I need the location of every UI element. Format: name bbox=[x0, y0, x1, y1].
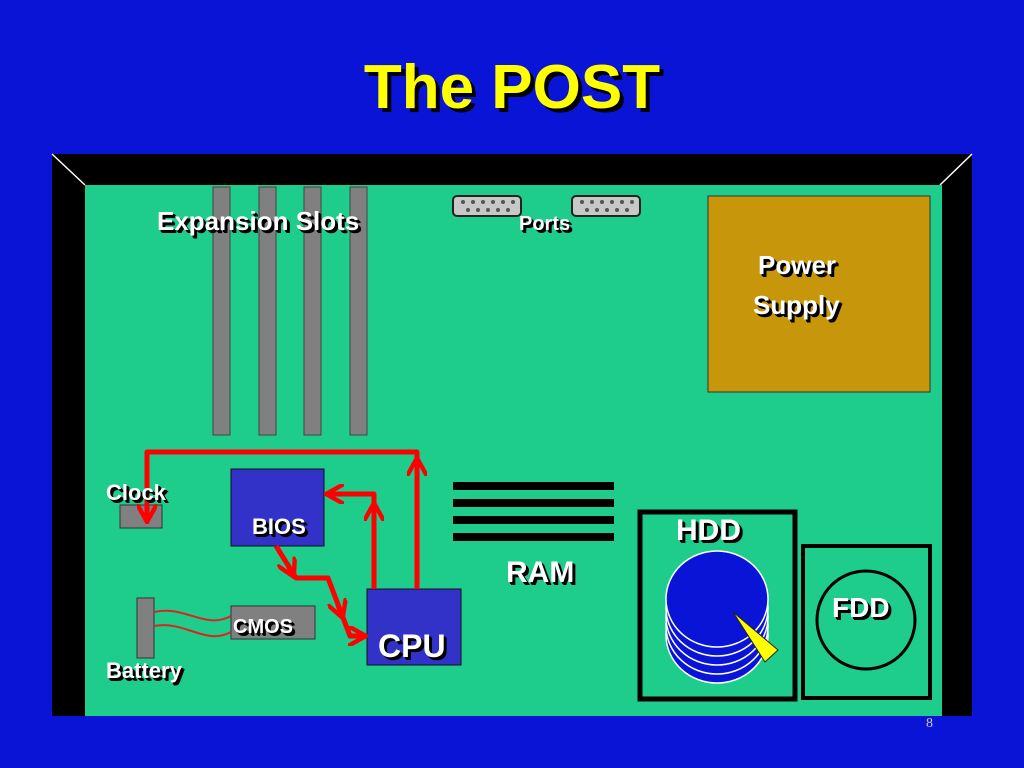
hdd-box bbox=[637, 509, 798, 702]
cpu-label: CPU bbox=[378, 628, 446, 664]
ram-stick bbox=[453, 516, 614, 524]
post-arrows bbox=[147, 449, 420, 636]
battery bbox=[136, 597, 155, 659]
fdd-box bbox=[801, 544, 932, 700]
arrow-cpu-to-bios bbox=[328, 494, 377, 589]
expansion-slot bbox=[303, 186, 322, 436]
expansion-slots-label: Expansion Slots bbox=[157, 206, 360, 236]
arrow-down-tick bbox=[288, 565, 293, 575]
hdd-platters bbox=[665, 550, 769, 684]
arrow-down-tick bbox=[338, 605, 342, 616]
page-number: 8 bbox=[926, 716, 933, 731]
ram-stick bbox=[453, 482, 614, 490]
power-supply bbox=[707, 195, 931, 393]
ram-modules bbox=[453, 482, 614, 541]
fdd-disk bbox=[815, 569, 917, 671]
expansion-slots bbox=[212, 186, 368, 436]
cmos-chip bbox=[230, 605, 316, 640]
expansion-slot bbox=[258, 186, 277, 436]
ram-stick bbox=[453, 499, 614, 507]
bios-label: BIOS bbox=[252, 514, 306, 539]
cmos-label: CMOS bbox=[233, 616, 293, 638]
battery-label: Battery bbox=[106, 658, 182, 683]
clock-chip bbox=[119, 504, 163, 529]
arrow-cpu-to-clock bbox=[147, 449, 420, 589]
power-supply-label-line2: Supply bbox=[753, 290, 840, 320]
clock-label: Clock bbox=[106, 480, 166, 505]
hdd-label: HDD bbox=[676, 514, 741, 547]
ram-stick bbox=[453, 533, 614, 541]
ports-label: Ports bbox=[519, 213, 571, 235]
slide-title: The POST bbox=[363, 53, 661, 122]
ram-label: RAM bbox=[506, 556, 575, 589]
hdd-read-head bbox=[732, 611, 779, 663]
battery-wire bbox=[153, 624, 232, 638]
port-connector bbox=[571, 195, 641, 217]
expansion-slot bbox=[212, 186, 231, 436]
power-supply-label-line1: Power bbox=[758, 250, 837, 280]
fdd-label: FDD bbox=[832, 592, 890, 623]
port-connector bbox=[452, 195, 522, 217]
battery-wire bbox=[153, 609, 232, 622]
expansion-slot bbox=[349, 186, 368, 436]
